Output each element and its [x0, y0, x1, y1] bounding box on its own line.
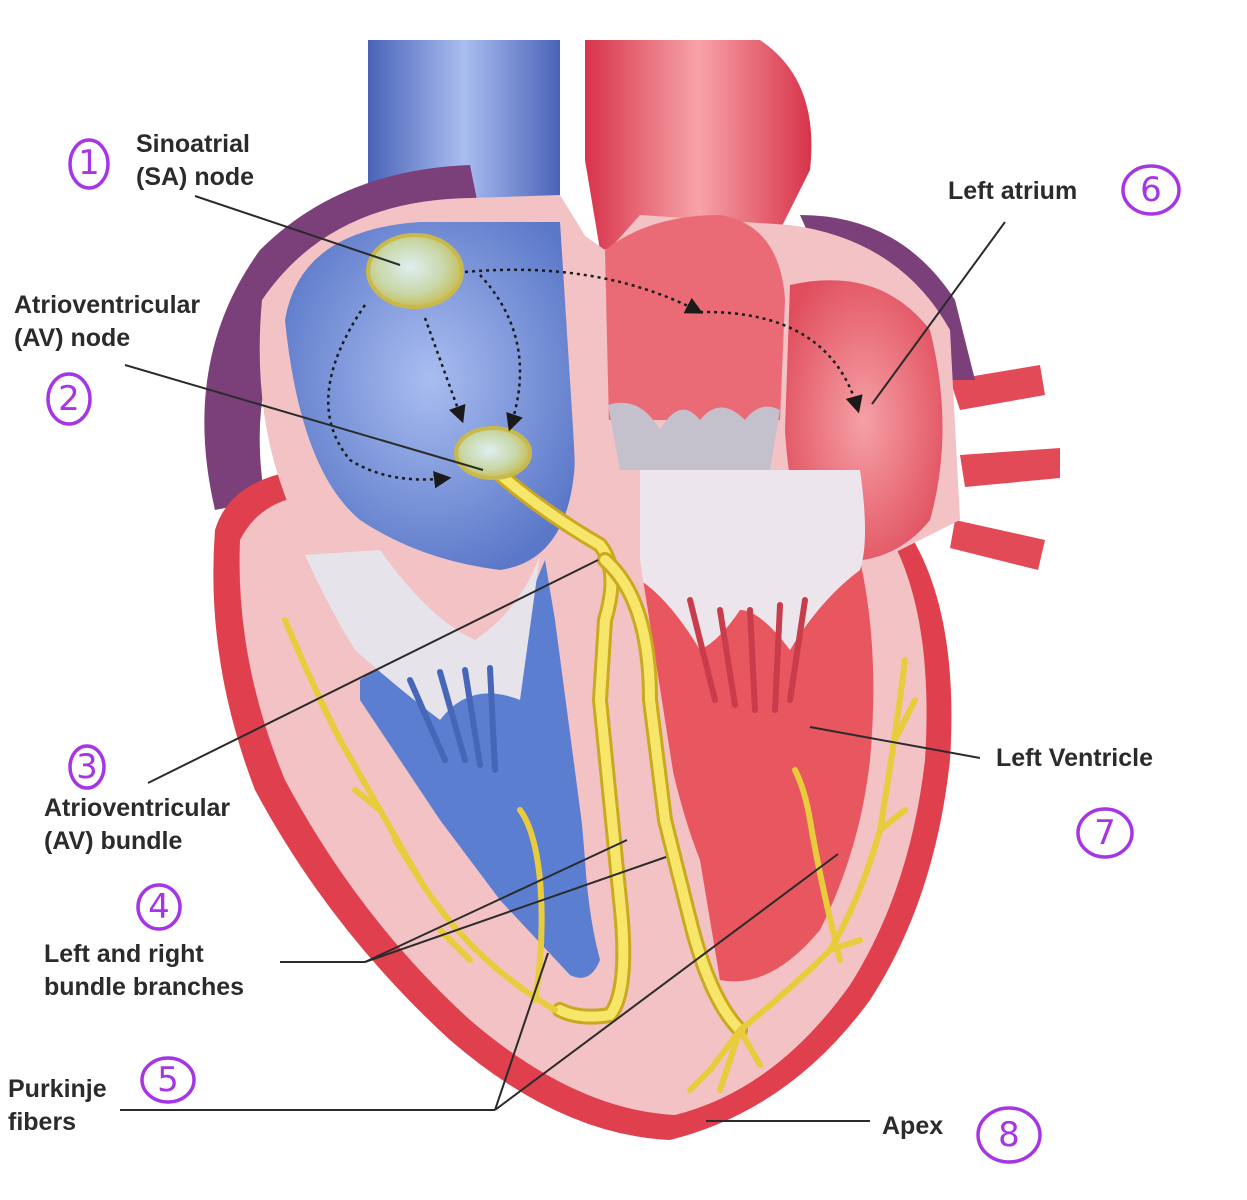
pulmonary-veins: [950, 365, 1060, 570]
annotation-number-1: 1: [78, 143, 100, 183]
label-left-ventricle: Left Ventricle: [996, 744, 1153, 772]
interventricular-septum: [560, 550, 694, 1008]
aortic-valve: [608, 402, 780, 470]
pericardium-band: [204, 165, 480, 510]
annotation-number-7: 7: [1094, 813, 1116, 853]
label-atrioventricular-node: Atrioventricular (AV) node: [14, 291, 201, 352]
superior-vena-cava: [368, 40, 560, 210]
annotation-number-3: 3: [76, 747, 98, 787]
annotation-number-6: 6: [1140, 170, 1162, 210]
label-atrioventricular-bundle: Atrioventricular (AV) bundle: [44, 794, 231, 855]
aorta: [585, 40, 812, 250]
purkinje-fibers: [282, 617, 918, 1093]
chordae-left: [687, 597, 808, 713]
chordae-right: [407, 665, 498, 773]
interatrial-septum: [565, 222, 610, 470]
annotation-number-4: 4: [148, 887, 170, 927]
annotation-number-5: 5: [157, 1060, 179, 1100]
sa-node: [366, 233, 464, 309]
annotation-number-2: 2: [58, 379, 80, 419]
label-apex: Apex: [882, 1112, 944, 1140]
tricuspid-valve: [305, 550, 540, 720]
aortic-root: [605, 215, 785, 420]
label-bundle-branches: Left and right bundle branches: [44, 940, 245, 1001]
label-sinoatrial-node: Sinoatrial (SA) node: [136, 130, 255, 191]
impulse-arrows: [327, 268, 863, 489]
annotation-number-8: 8: [998, 1115, 1020, 1155]
label-purkinje-fibers: Purkinje fibers: [8, 1075, 107, 1136]
conduction-system: [487, 462, 748, 1038]
label-left-atrium: Left atrium: [948, 177, 1078, 205]
left-ventricle-chamber: [640, 560, 874, 982]
leader-lines: [120, 195, 1006, 1122]
av-node: [454, 426, 532, 480]
mitral-valve: [640, 470, 865, 650]
